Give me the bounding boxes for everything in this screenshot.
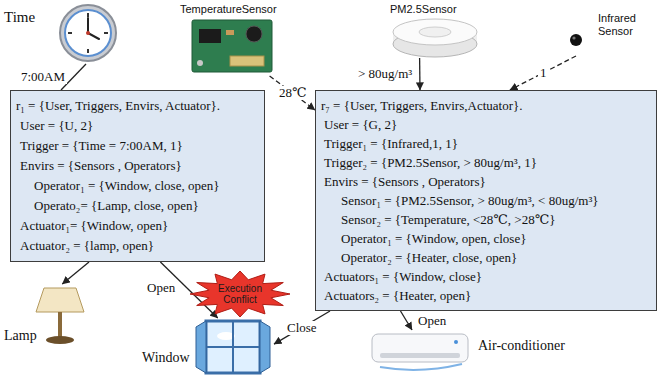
edge-label: 1 xyxy=(538,66,549,80)
aircon-body xyxy=(372,334,468,362)
window-shutter xyxy=(196,321,206,373)
edge-label: 28℃ xyxy=(277,86,309,100)
detector-center xyxy=(419,27,451,37)
rule-box: r₇ = {User, Triggers, Envirs,Actuator}.U… xyxy=(315,90,657,311)
connector xyxy=(274,311,330,344)
rule-line: Sensor₁ = {PM2.5Sensor, > 80ug/m³, < 80u… xyxy=(321,191,599,210)
aircon-vent xyxy=(380,353,460,358)
rule-line: Sensor₂ = {Temperature, <28℃, >28℃} xyxy=(321,210,555,229)
rule-line: Trigger₁ = {Infrared,1, 1} xyxy=(321,134,458,153)
device-icon: TemperatureSensor xyxy=(176,0,296,76)
infrared-glint xyxy=(572,36,575,39)
edge-label: 7:00AM xyxy=(19,70,67,84)
rule-line: Actuators₂ = {Heater, open} xyxy=(321,286,471,305)
rule-line: Operator₁ = {Window, close, open} xyxy=(16,176,219,196)
detector-top xyxy=(393,19,477,45)
board-hole xyxy=(197,60,203,66)
connector xyxy=(419,58,421,90)
edge-label: Open xyxy=(416,314,448,328)
conflict-text: Execution Conflict xyxy=(209,283,271,306)
device-icon: Time xyxy=(2,2,122,64)
device-label: TemperatureSensor xyxy=(180,3,277,16)
window-bars xyxy=(206,321,260,373)
edge-label: Open xyxy=(145,281,177,295)
rule-line: Trigger₂ = {PM2.5Sensor, > 80ug/m³, 1} xyxy=(321,153,537,172)
rule-line: Operator₂ = {Heater, close, open} xyxy=(321,248,517,267)
rule-line: Operato₂= {Lamp, close, open} xyxy=(16,196,199,216)
rule-line: User = {G, 2} xyxy=(321,115,397,134)
sensor-board xyxy=(192,20,272,72)
rule-line: Operator₁ = {Window, open, close} xyxy=(321,229,526,248)
clock-rim xyxy=(60,5,116,61)
connector xyxy=(270,76,315,110)
device-label: Lamp xyxy=(4,328,37,345)
rule-line: Actuator₁= {Window, open} xyxy=(16,216,168,236)
device-label: Infrared Sensor xyxy=(598,12,656,38)
pin-header xyxy=(230,56,264,66)
sensor-dome xyxy=(246,26,262,42)
rule-line: Actuator₂ = {lamp, open} xyxy=(16,236,154,256)
clock-hands xyxy=(88,18,99,39)
burst-outline xyxy=(190,271,290,317)
device-label: Window xyxy=(142,350,190,367)
window-frame xyxy=(206,321,260,373)
rule-box: r₁ = {User, Triggers, Envirs, Actuator}.… xyxy=(10,90,265,262)
device-label: Air-conditioner xyxy=(478,338,565,355)
board-resistor xyxy=(226,30,234,35)
rule-line: r₇ = {User, Triggers, Envirs,Actuator}. xyxy=(321,96,522,115)
device-icon: Infrared Sensor xyxy=(560,4,660,56)
window-shutter xyxy=(260,321,270,373)
rule-line: r₁ = {User, Triggers, Envirs, Actuator}. xyxy=(16,96,220,116)
device-icon: PM2.5Sensor xyxy=(380,0,490,58)
clock-pin xyxy=(86,31,90,35)
lamp-shade xyxy=(36,288,84,312)
rule-line: Actuators₁ = {Window, close} xyxy=(321,267,482,286)
lamp-base xyxy=(46,336,74,344)
device-icon: Lamp xyxy=(2,284,92,346)
clock-ticks xyxy=(68,13,108,53)
rule-line: Envirs = {Sensors , Operators} xyxy=(16,156,182,176)
device-label: Time xyxy=(4,8,35,26)
device-icon: Window xyxy=(140,318,274,376)
rule-line: Envirs = {Sensors , Operators} xyxy=(321,172,486,191)
device-icon: Air-conditioner xyxy=(368,330,588,374)
rule-line: Trigger = {Time = 7:00AM, 1} xyxy=(16,136,183,156)
edge-label: > 80ug/m³ xyxy=(356,67,414,81)
clock-face xyxy=(65,10,111,56)
infrared-eye xyxy=(570,34,582,46)
connector xyxy=(401,311,413,330)
aircon-light xyxy=(454,340,458,344)
connector xyxy=(510,56,576,90)
board-chip xyxy=(199,29,221,43)
edge-label: Close xyxy=(285,321,319,335)
lamp-stem xyxy=(58,312,62,338)
conflict-burst: Execution Conflict xyxy=(190,271,290,317)
rule-line: User = {U, 2} xyxy=(16,116,93,136)
aircon-airflow xyxy=(380,364,462,370)
connector xyxy=(62,262,89,284)
device-label: PM2.5Sensor xyxy=(390,3,457,16)
